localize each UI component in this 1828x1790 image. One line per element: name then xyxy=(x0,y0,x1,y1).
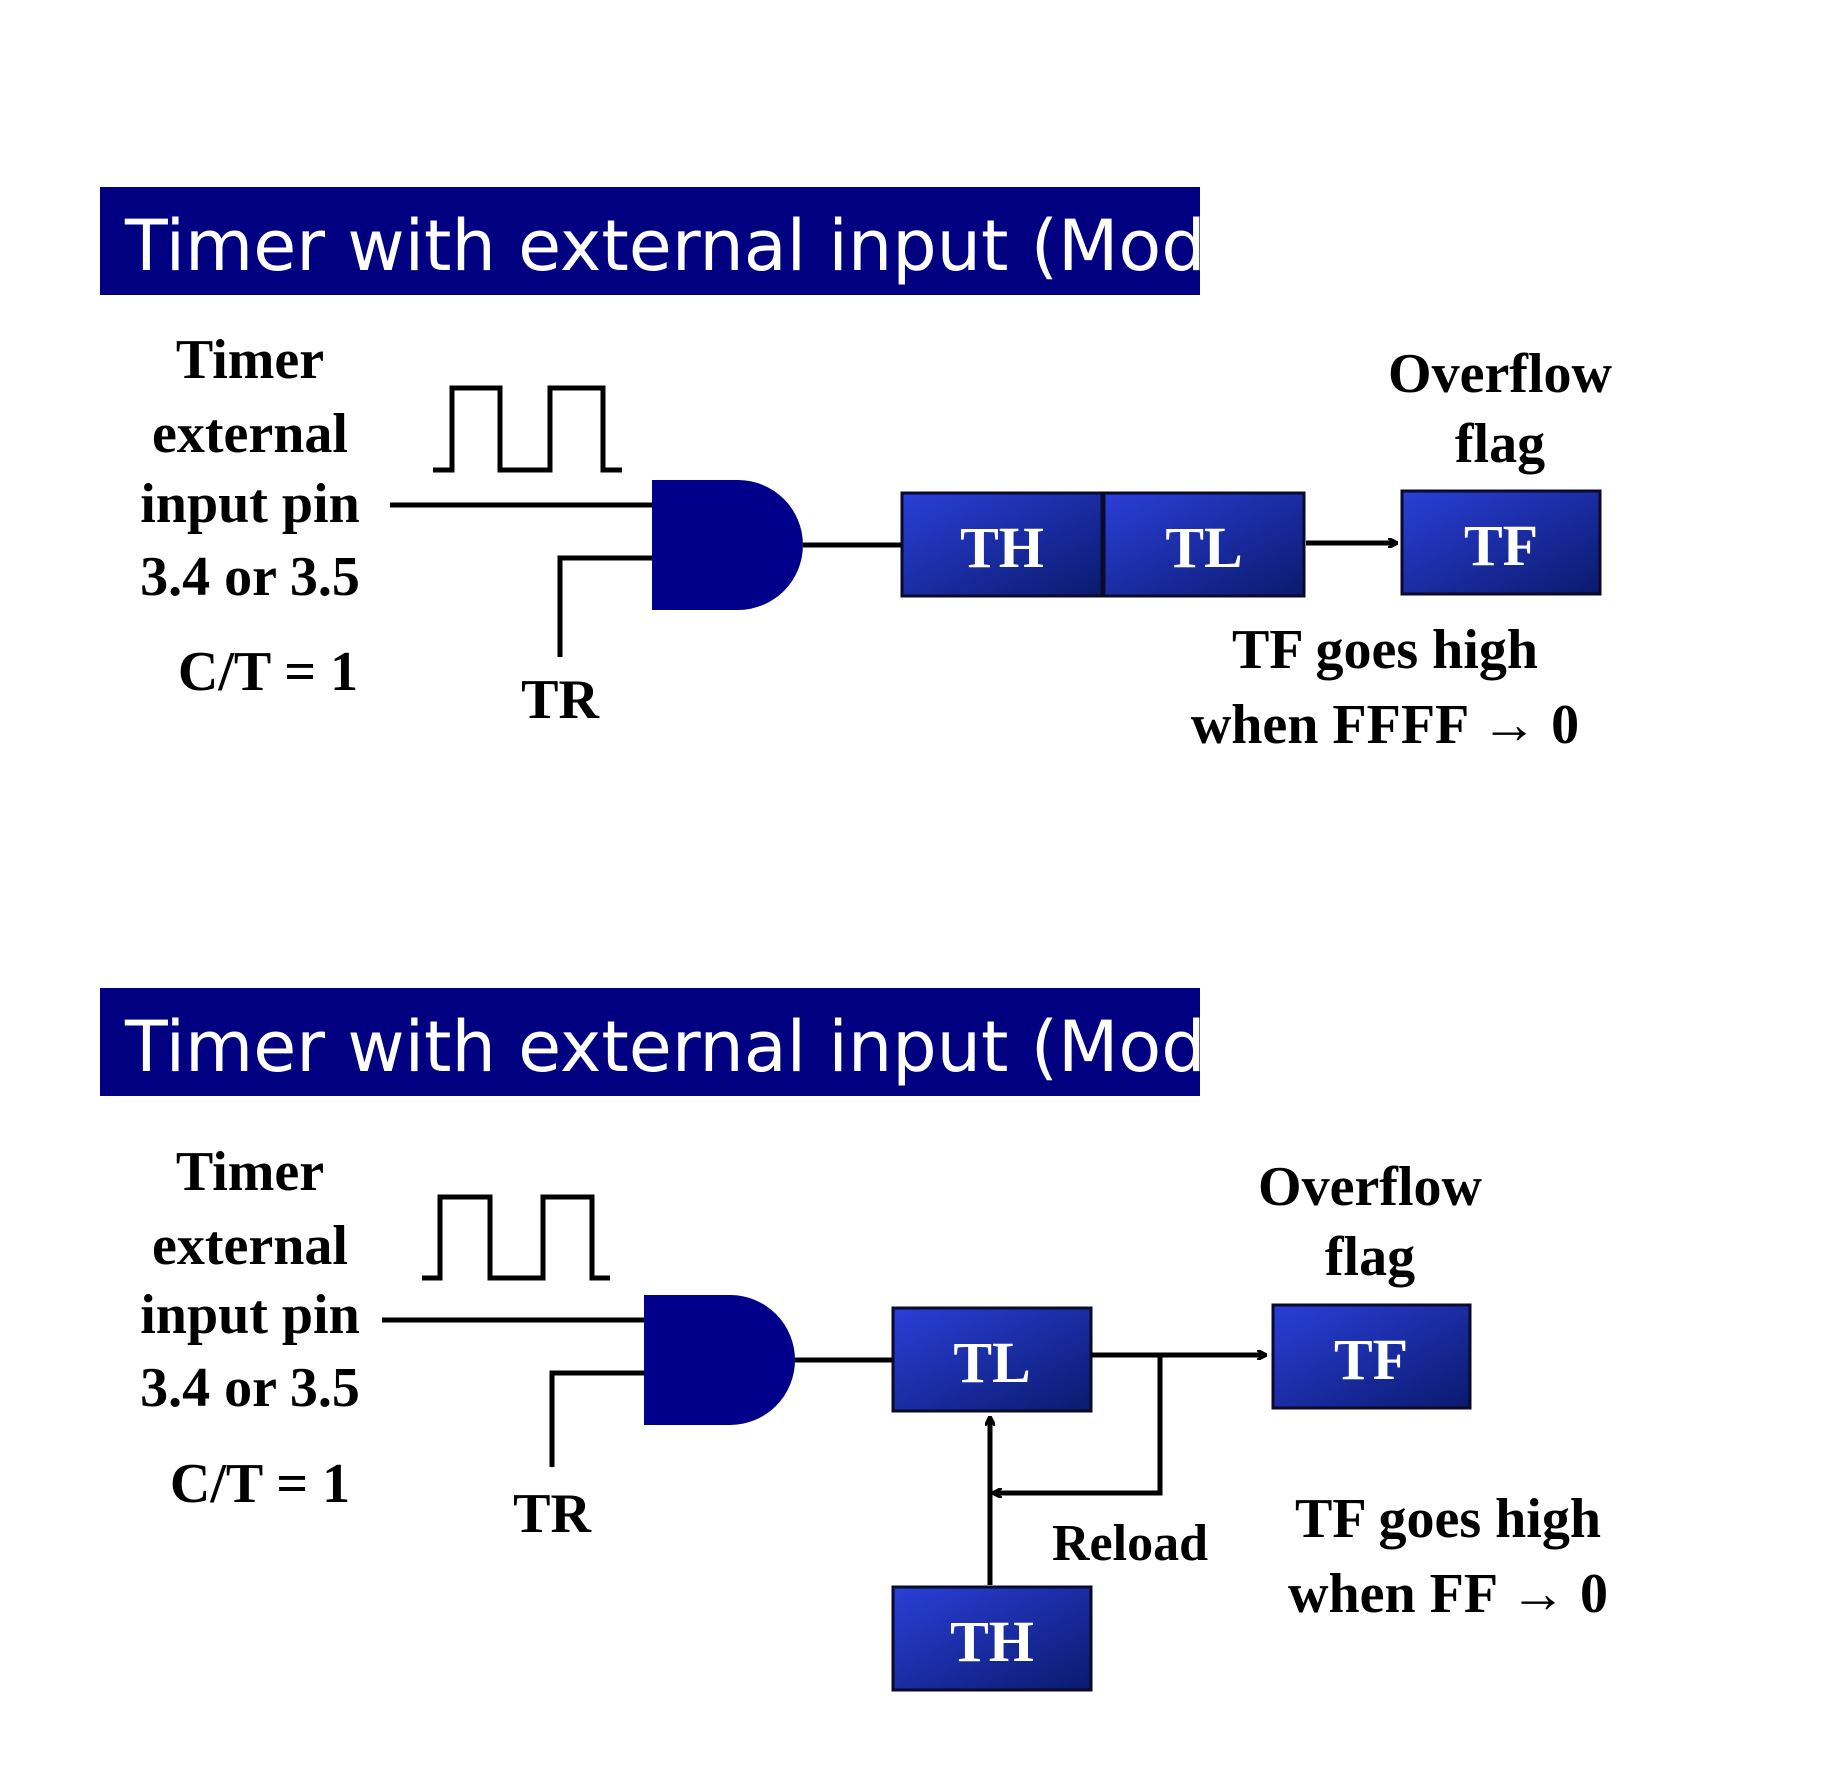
mode1-input-label-line4: 3.4 or 3.5 xyxy=(140,546,360,608)
mode1-th-register xyxy=(900,491,1104,598)
mode1-flag-label-line1: Overflow xyxy=(1388,343,1612,405)
mode2-ct-label: C/T = 1 xyxy=(170,1453,350,1515)
mode2-reload-label: Reload xyxy=(1052,1515,1208,1572)
mode2-tl-register xyxy=(891,1306,1093,1413)
mode2-input-label-line3: input pin xyxy=(140,1284,360,1346)
mode1-title: Timer with external input (Mode 1) xyxy=(124,205,1343,287)
mode1-tr-label: TR xyxy=(521,669,599,731)
mode1-note-line1: TF goes high xyxy=(1232,619,1538,681)
mode2-tr-wire xyxy=(549,1370,644,1467)
mode2-pulse-waveform xyxy=(422,1194,610,1281)
mode2-input-label-line1: Timer xyxy=(176,1141,324,1203)
mode2-title: Timer with external input (Mode 2) xyxy=(124,1006,1343,1088)
mode2-th-label: TH xyxy=(950,1609,1034,1674)
mode1-and-gate xyxy=(652,480,803,610)
mode1-pulse-waveform xyxy=(433,385,622,473)
mode2-input-label-line4: 3.4 or 3.5 xyxy=(140,1357,360,1419)
mode1-tl-register xyxy=(1102,491,1306,598)
mode2-flag-label-line2: flag xyxy=(1325,1226,1415,1288)
mode1-diagram: Timer with external input (Mode 1) Timer… xyxy=(100,187,1613,756)
mode2-tf-register xyxy=(1271,1303,1472,1410)
mode1-tf-label: TF xyxy=(1464,513,1538,578)
mode2-reload-feedback-wire xyxy=(994,1355,1163,1493)
mode1-input-label-line3: input pin xyxy=(140,473,360,535)
mode1-note-line2: when FFFF → 0 xyxy=(1191,694,1579,756)
mode2-tr-label: TR xyxy=(513,1483,591,1545)
mode1-input-label-line2: external xyxy=(152,403,348,465)
mode2-title-banner xyxy=(100,988,1200,1096)
mode1-th-label: TH xyxy=(960,515,1044,580)
mode1-title-banner xyxy=(100,187,1200,295)
mode1-input-label-line1: Timer xyxy=(176,329,324,391)
mode2-and-gate xyxy=(644,1295,795,1425)
mode2-note-line2: when FF → 0 xyxy=(1288,1563,1608,1625)
mode2-flag-label-line1: Overflow xyxy=(1258,1156,1482,1218)
mode1-tl-label: TL xyxy=(1165,515,1242,580)
mode2-tf-label: TF xyxy=(1334,1327,1408,1392)
mode1-ct-label: C/T = 1 xyxy=(178,641,358,703)
mode2-tl-label: TL xyxy=(953,1330,1030,1395)
mode1-tr-wire xyxy=(557,555,652,657)
mode1-tf-register xyxy=(1400,489,1602,596)
mode2-input-label-line2: external xyxy=(152,1215,348,1277)
mode2-note-line1: TF goes high xyxy=(1295,1488,1601,1550)
mode2-th-register xyxy=(891,1585,1093,1692)
mode2-diagram: Timer with external input (Mode 2) Timer… xyxy=(100,988,1608,1692)
mode1-flag-label-line2: flag xyxy=(1455,413,1545,475)
